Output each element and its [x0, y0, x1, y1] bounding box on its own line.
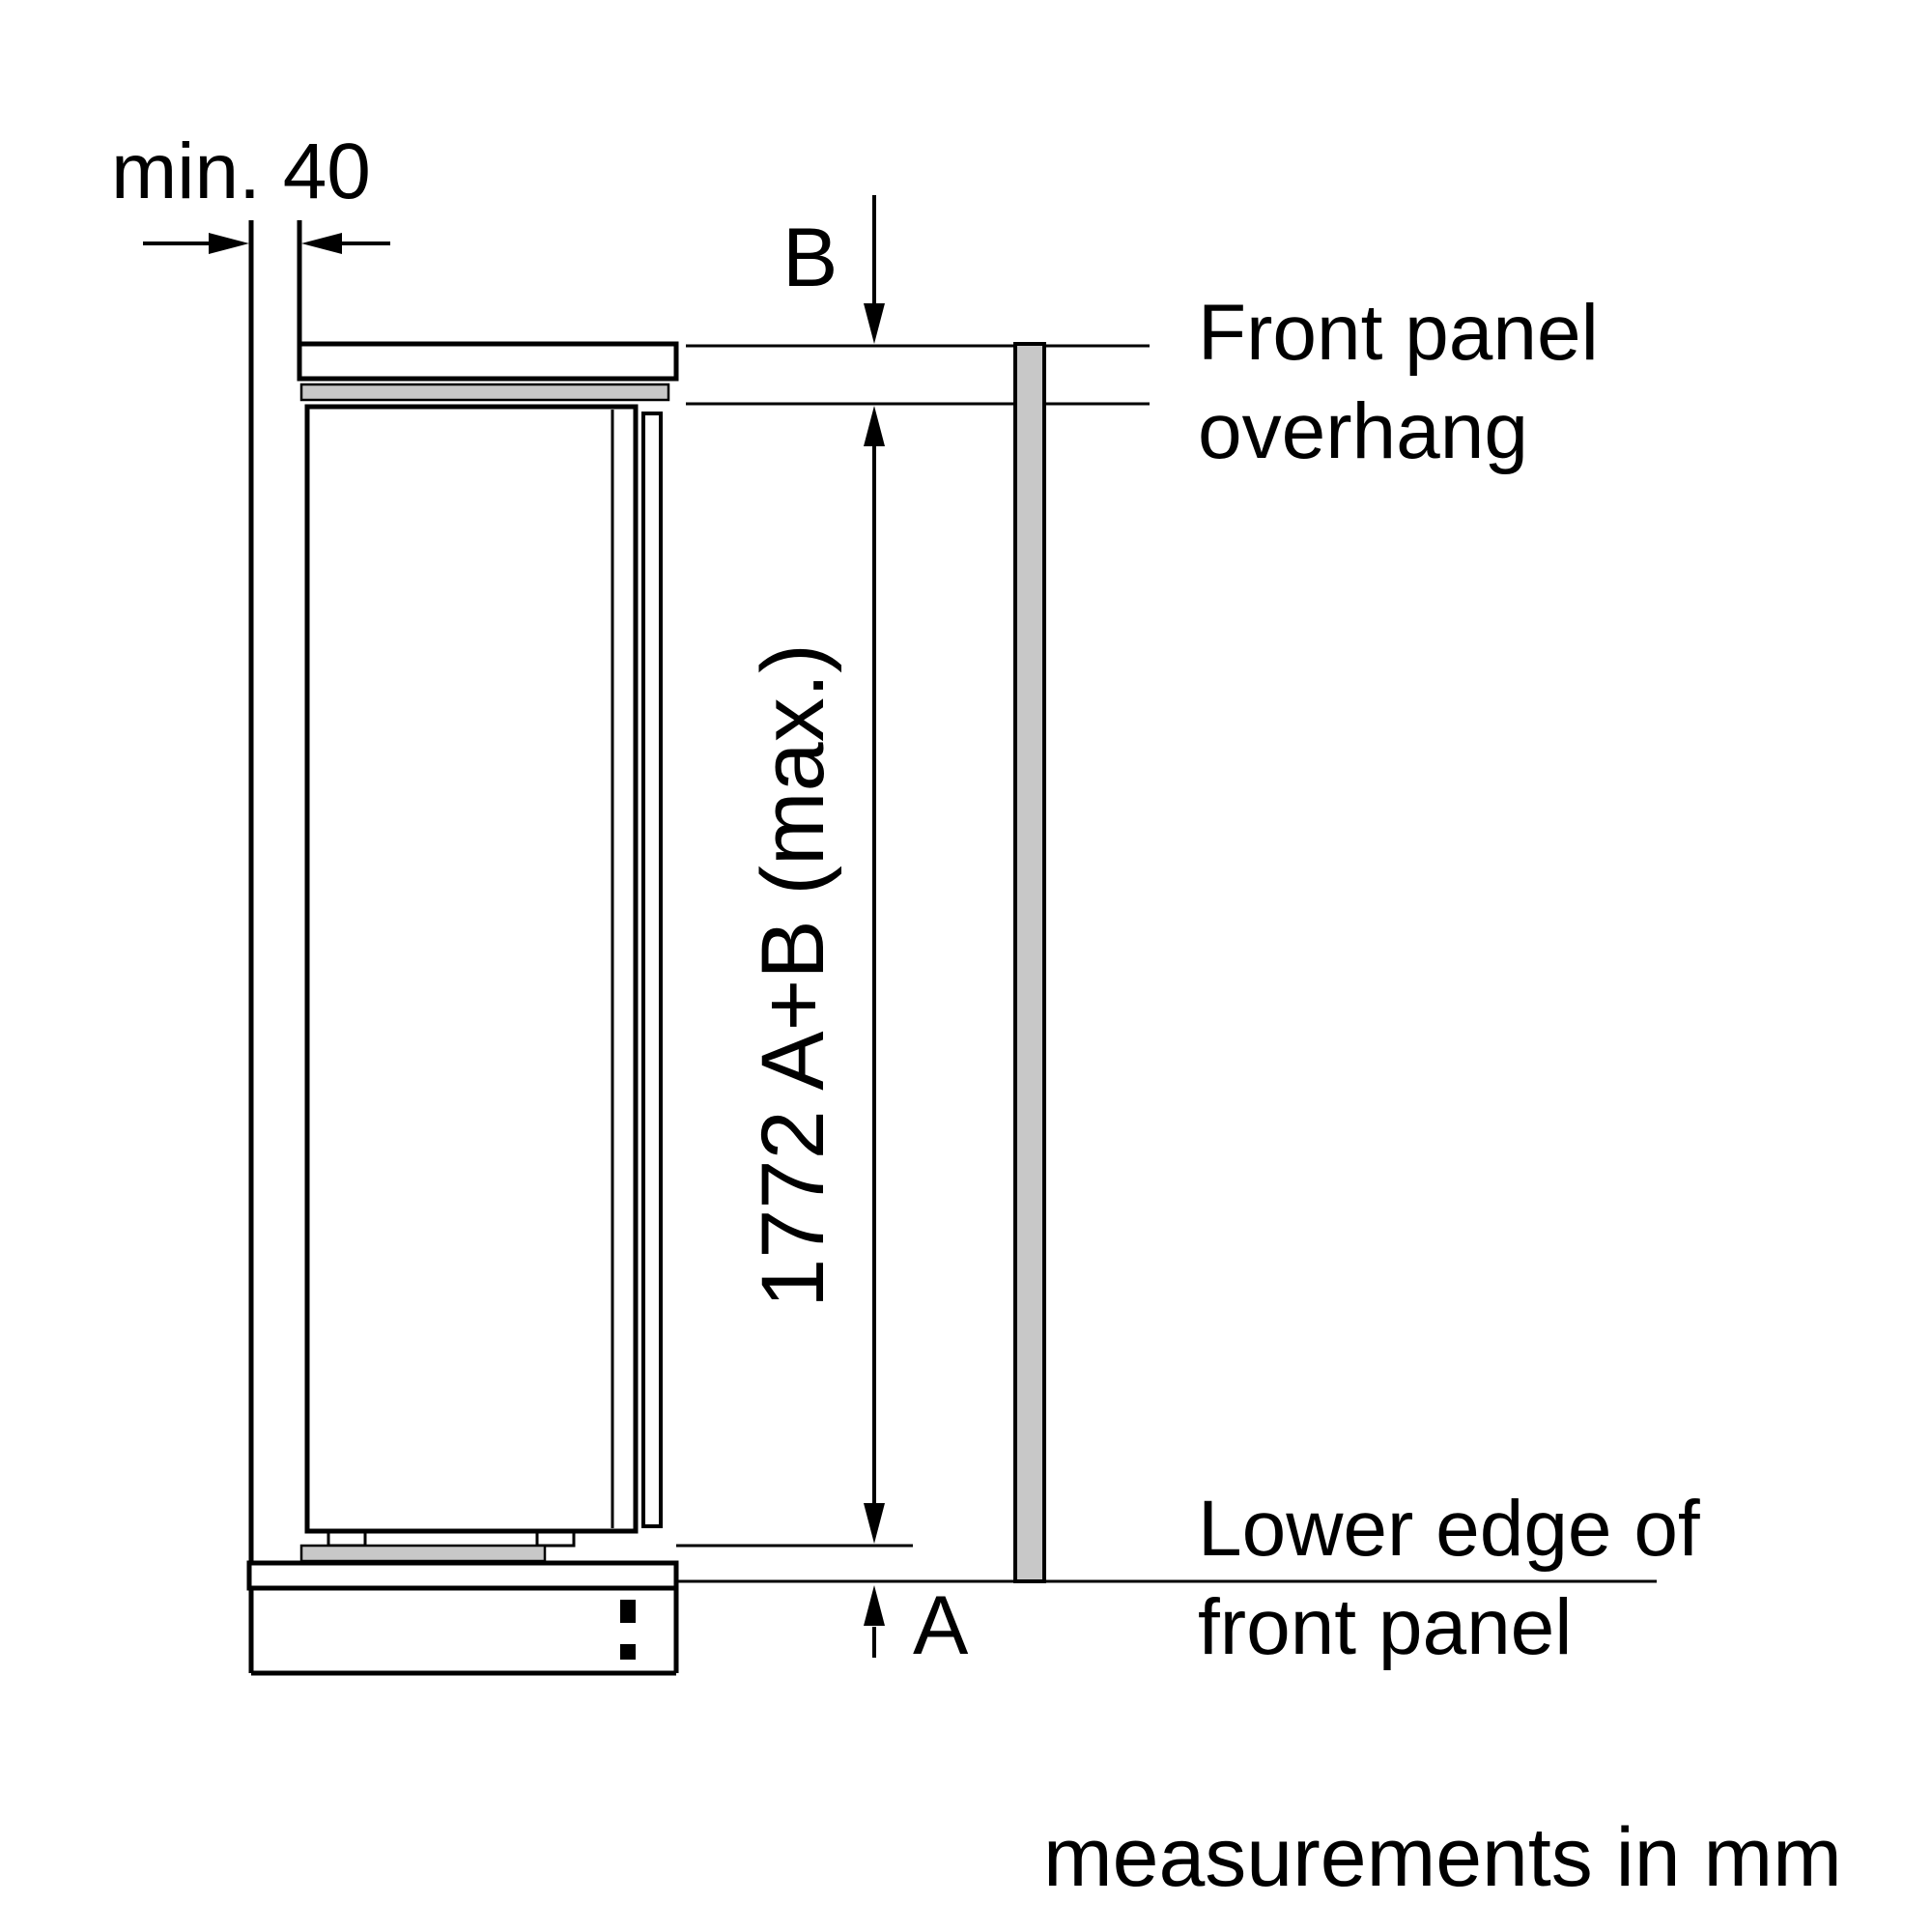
lower-edge-label-line1: Lower edge of: [1198, 1485, 1700, 1573]
front-panel-bar: [1013, 342, 1046, 1583]
dim-min-clearance: min. 40: [111, 128, 390, 254]
cabinet: [248, 220, 679, 1676]
top-furniture-panel: [297, 341, 679, 382]
dim-b-arrowhead: [864, 303, 885, 344]
dim-b: B: [782, 195, 885, 344]
min40-arrowhead-left: [209, 233, 249, 254]
vent-block-lower: [620, 1644, 636, 1660]
lower-edge-label-line2: front panel: [1198, 1583, 1573, 1671]
dim-a: A: [864, 1579, 969, 1672]
appliance: [304, 404, 663, 1548]
dim-b-label: B: [782, 212, 838, 304]
appliance-foot-right: [535, 1529, 576, 1548]
annotations: Front panel overhang Lower edge of front…: [1043, 289, 1842, 1904]
units-note: measurements in mm: [1043, 1811, 1842, 1904]
reference-lines: [676, 344, 1657, 1583]
niche-height-label: 1772 A+B (max.): [744, 643, 842, 1308]
top-panel: [297, 341, 679, 402]
plinth-panel: [246, 1560, 679, 1591]
dim-a-label: A: [913, 1579, 969, 1672]
front-panel-overhang-label-line2: overhang: [1198, 387, 1528, 475]
appliance-body: [304, 404, 639, 1534]
dim-height-arrowhead-top: [864, 406, 885, 446]
dim-height-arrowhead-bottom: [864, 1503, 885, 1544]
top-air-gap-strip: [299, 383, 670, 402]
vent-block-upper: [620, 1600, 636, 1623]
front-panel-overhang-label-line1: Front panel: [1198, 289, 1599, 377]
bottom-panel: [246, 1544, 679, 1660]
dim-a-arrowhead: [864, 1585, 885, 1626]
min40-arrowhead-right: [301, 233, 342, 254]
appliance-door: [641, 412, 663, 1528]
bottom-air-gap-strip: [299, 1544, 547, 1563]
min-clearance-label: min. 40: [111, 128, 371, 215]
dim-height: 1772 A+B (max.): [744, 406, 885, 1544]
